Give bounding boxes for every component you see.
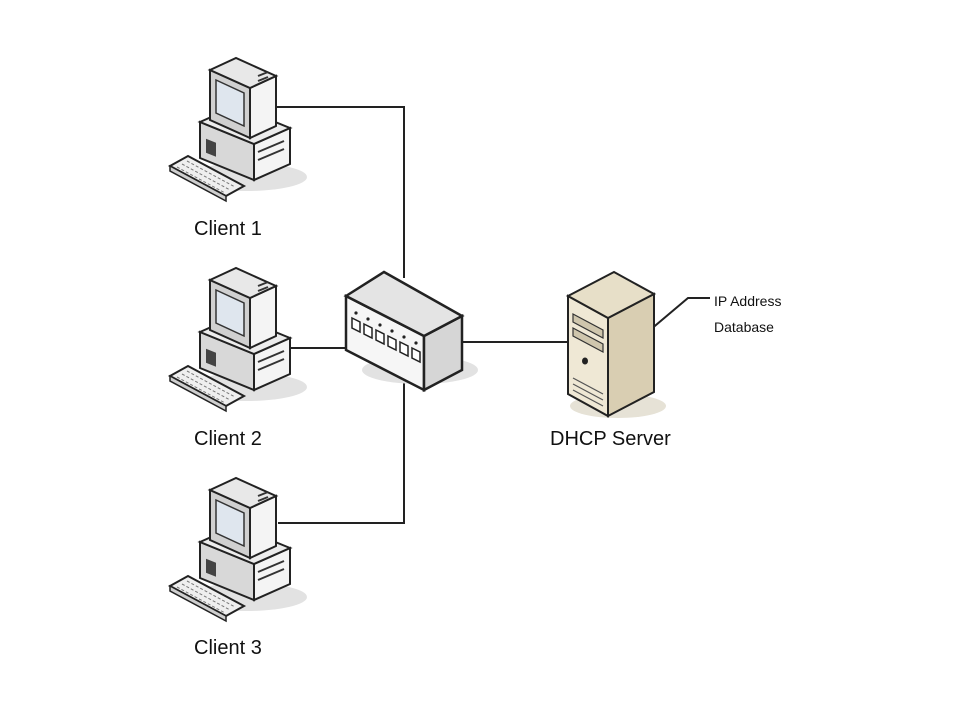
db-callout-line-1: IP Address bbox=[714, 293, 782, 309]
client-1-label: Client 1 bbox=[194, 218, 262, 240]
db-callout-label: IP Address Database bbox=[714, 288, 781, 340]
server-icon bbox=[565, 270, 666, 418]
dhcp-server-label: DHCP Server bbox=[550, 428, 671, 450]
db-callout-line-2: Database bbox=[714, 319, 774, 335]
computer-icon bbox=[169, 477, 308, 622]
link-client-3 bbox=[278, 378, 405, 524]
client-3-label: Client 3 bbox=[194, 637, 262, 659]
network-switch-icon bbox=[343, 270, 478, 393]
link-client-1 bbox=[275, 106, 405, 278]
computer-icon bbox=[169, 267, 308, 412]
computer-icon bbox=[169, 57, 308, 202]
client-2-label: Client 2 bbox=[194, 428, 262, 450]
